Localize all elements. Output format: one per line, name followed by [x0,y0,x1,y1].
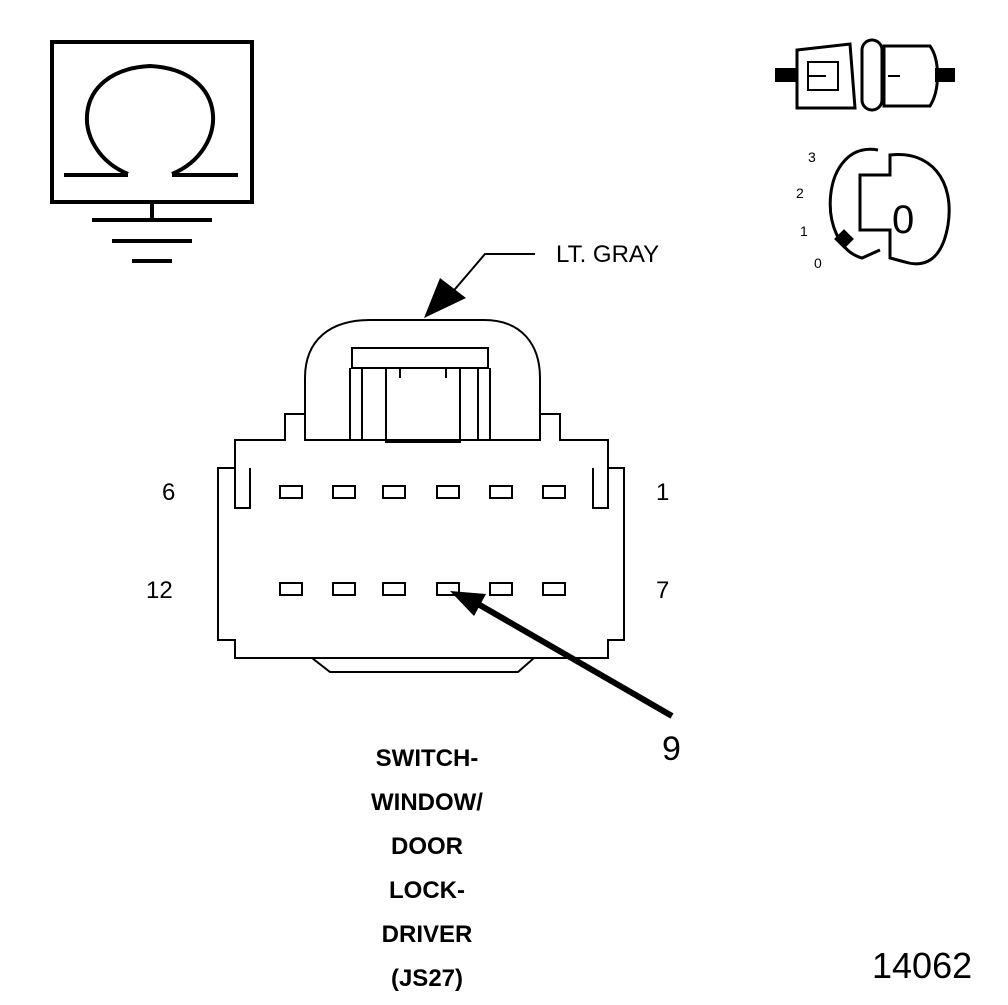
pin-cavity-4 [382,485,406,499]
pin-cavities [279,485,566,596]
callout-pin-number: 9 [662,730,681,768]
ignition-position-3: 3 [808,149,816,165]
connector-unplugged-icon [775,38,955,112]
connector-caption: SWITCH- WINDOW/ DOOR LOCK- DRIVER (JS27) [371,745,483,992]
caption-line-3: DOOR [391,833,463,860]
ignition-position-0: 0 [814,255,822,271]
figure-number: 14062 [872,945,972,986]
connector-color-label: LT. GRAY [556,241,659,268]
pin-callout-arrow [450,591,674,719]
caption-line-1: SWITCH- [376,745,479,772]
caption-line-6: (JS27) [391,965,463,992]
pin-cavity-12 [279,582,303,596]
caption-line-5: DRIVER [382,921,473,948]
ignition-key-icon: 0 3 2 1 0 [796,147,951,271]
pin-cavity-5 [332,485,356,499]
pin-cavity-2 [489,485,513,499]
pin-cavity-11 [332,582,356,596]
pin-label-top-right: 1 [656,479,669,506]
pin-cavity-7 [542,582,566,596]
pin-label-top-left: 6 [162,479,175,506]
ignition-position-1: 1 [800,223,808,239]
pin-cavity-10 [382,582,406,596]
pin-label-bottom-right: 7 [656,577,669,604]
pin-cavity-1 [542,485,566,499]
pin-label-bottom-left: 12 [146,577,173,604]
pin-cavity-6 [279,485,303,499]
ground-icon [92,202,212,263]
color-callout: LT. GRAY [424,241,659,318]
ignition-key-label: 0 [892,198,914,242]
ignition-position-2: 2 [796,185,804,201]
connector-body [217,319,625,673]
pin-cavity-8 [489,582,513,596]
ohmmeter-icon [50,40,254,204]
pin-cavity-3 [436,485,460,499]
caption-line-2: WINDOW/ [371,789,483,816]
caption-line-4: LOCK- [389,877,465,904]
